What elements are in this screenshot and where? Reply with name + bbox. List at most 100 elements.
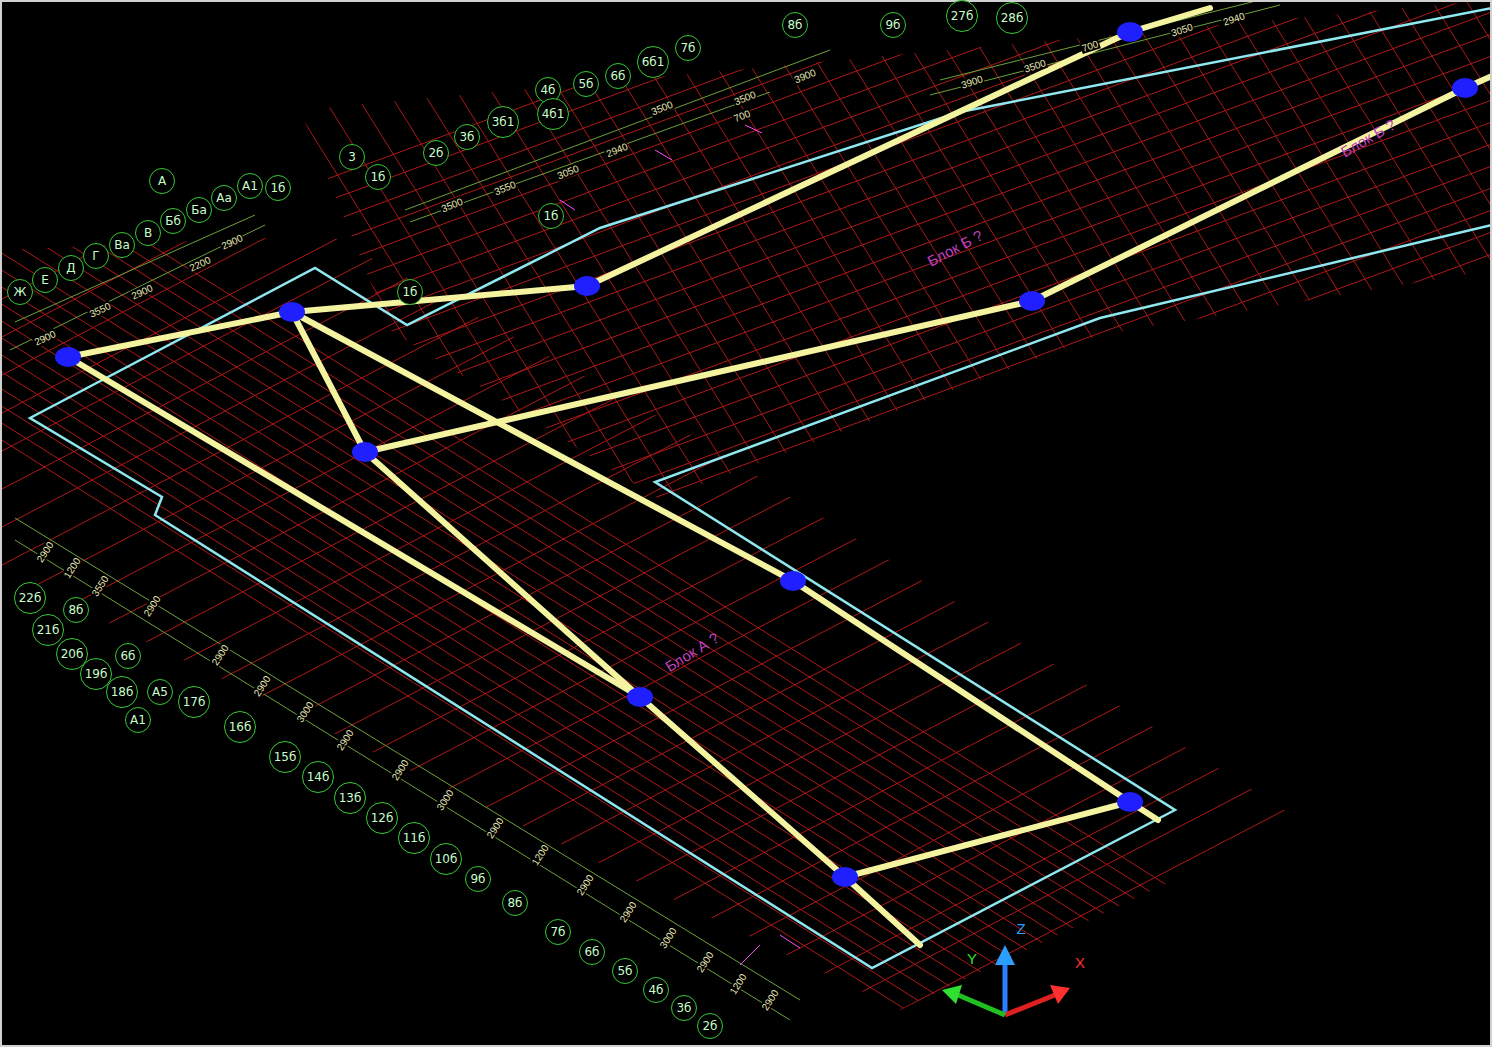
axis-label: 3б xyxy=(459,131,474,143)
grid-line xyxy=(250,0,1492,252)
axis-bubble: 2б xyxy=(423,140,449,166)
dimension-text: 1200 xyxy=(61,555,83,581)
grid-line xyxy=(0,92,1350,820)
grid-line xyxy=(250,0,1492,1047)
ucs-icon xyxy=(942,945,1070,1015)
axis-bubble: А5 xyxy=(147,679,173,705)
dimension-text: 2940 xyxy=(1221,10,1247,28)
dimension-text: 2900 xyxy=(219,232,246,252)
building-outline xyxy=(30,8,1492,968)
grid-line xyxy=(0,357,1350,1047)
axis-label: 10б xyxy=(435,853,458,865)
axis-bubble: Г xyxy=(83,243,109,269)
axis-bubble: 4б xyxy=(643,977,669,1003)
grid-line xyxy=(0,340,1350,1047)
axis-label: 3б1 xyxy=(492,116,515,128)
block-note: Блок Б ? xyxy=(924,226,987,270)
grid-line xyxy=(250,35,1492,516)
axis-label: 20б xyxy=(61,648,84,660)
grid-line xyxy=(250,145,1492,626)
axis-letter: Z xyxy=(1015,920,1026,937)
grid-line xyxy=(250,0,1492,905)
axis-bubble: В xyxy=(135,220,161,246)
grid-line xyxy=(0,221,1350,1047)
grid-line xyxy=(250,0,1492,1047)
grid-line xyxy=(250,0,1492,465)
grid-line xyxy=(250,0,1492,685)
axis-bubble: 27б xyxy=(946,0,978,32)
axis-bubble: 16б xyxy=(224,711,256,743)
axis-bubble: 15б xyxy=(269,741,301,773)
dimension-text: 3050 xyxy=(1169,21,1195,39)
grid-lines xyxy=(0,0,1350,1047)
axis-label: 4б xyxy=(648,984,663,996)
grid-line xyxy=(0,852,1350,1047)
axis-bubble: 1б xyxy=(397,279,423,305)
beams xyxy=(68,8,1492,945)
axis-label: 28б xyxy=(1001,12,1024,24)
grid-line xyxy=(0,624,1350,1047)
grid-line xyxy=(0,306,1350,1047)
grid-line xyxy=(250,0,1492,1047)
dimension-text: 2900 xyxy=(34,539,56,565)
grid-line xyxy=(250,0,1492,1047)
axis-label: 6б xyxy=(584,946,599,958)
axis-bubble: 1б xyxy=(265,175,291,201)
grid-line xyxy=(250,0,1492,410)
axis-label: 4б xyxy=(540,84,555,96)
axis-label: 19б xyxy=(85,668,108,680)
axis-label: 1б xyxy=(402,286,417,298)
dimension-line xyxy=(410,92,770,222)
grid-line xyxy=(0,966,1350,1047)
axis-label: А1 xyxy=(242,180,258,192)
grid-line xyxy=(0,776,1350,1047)
grid-line xyxy=(250,0,1492,795)
axis-label: 14б xyxy=(307,771,330,783)
axis-label: Ж xyxy=(14,286,27,298)
grid-line xyxy=(250,0,1492,1047)
dimension-text: 2940 xyxy=(604,140,631,159)
grid-line xyxy=(0,510,1350,1047)
grid-line xyxy=(250,13,1492,494)
grid-line xyxy=(250,0,1492,1047)
dimension-line xyxy=(15,215,255,322)
axis-label: 4б1 xyxy=(542,108,565,120)
grid-line xyxy=(0,168,1350,896)
grid-line xyxy=(0,244,1350,972)
axis-label: 7б xyxy=(680,42,695,54)
axis-label: А1 xyxy=(130,714,146,726)
grid-line xyxy=(0,928,1350,1047)
dimension-text: 3550 xyxy=(89,573,111,599)
grid-line xyxy=(0,548,1350,1047)
dimension-text: 2900 xyxy=(334,727,356,753)
grid-line xyxy=(0,170,1350,1047)
dimension-text: 3550 xyxy=(87,300,114,320)
axis-bubble: 8б xyxy=(502,890,528,916)
axis-label: Ва xyxy=(114,239,130,251)
axis-bubble: 10б xyxy=(430,843,462,875)
grid-line xyxy=(0,16,1350,744)
axis-bubble: 4б1 xyxy=(537,98,569,130)
axis-label: 1б xyxy=(370,171,385,183)
axis-bubble: А xyxy=(149,168,175,194)
axis-label: Е xyxy=(41,274,49,286)
axis-label: 8б xyxy=(507,897,522,909)
axis-bubble: А1 xyxy=(237,173,263,199)
grid-line xyxy=(250,0,1492,230)
axis-bubble: 6б xyxy=(579,939,605,965)
axis-label: Бб xyxy=(165,215,181,227)
grid-line xyxy=(0,391,1350,1047)
grid-line xyxy=(250,101,1492,582)
axis-bubble: 11б xyxy=(398,822,430,854)
dimension-text: 2900 xyxy=(389,757,411,783)
axis-label: 1б xyxy=(270,182,285,194)
grid-line xyxy=(250,90,1492,1047)
dimension-text: 3050 xyxy=(555,162,582,181)
dimension-text: 3900 xyxy=(959,73,985,91)
axis-bubble: 9б xyxy=(465,866,491,892)
axis-label: 1б xyxy=(543,210,558,222)
grid-line xyxy=(250,233,1492,714)
axis-label: 9б xyxy=(885,19,900,31)
grid-line xyxy=(0,890,1350,1047)
grid-line xyxy=(250,0,1492,1047)
